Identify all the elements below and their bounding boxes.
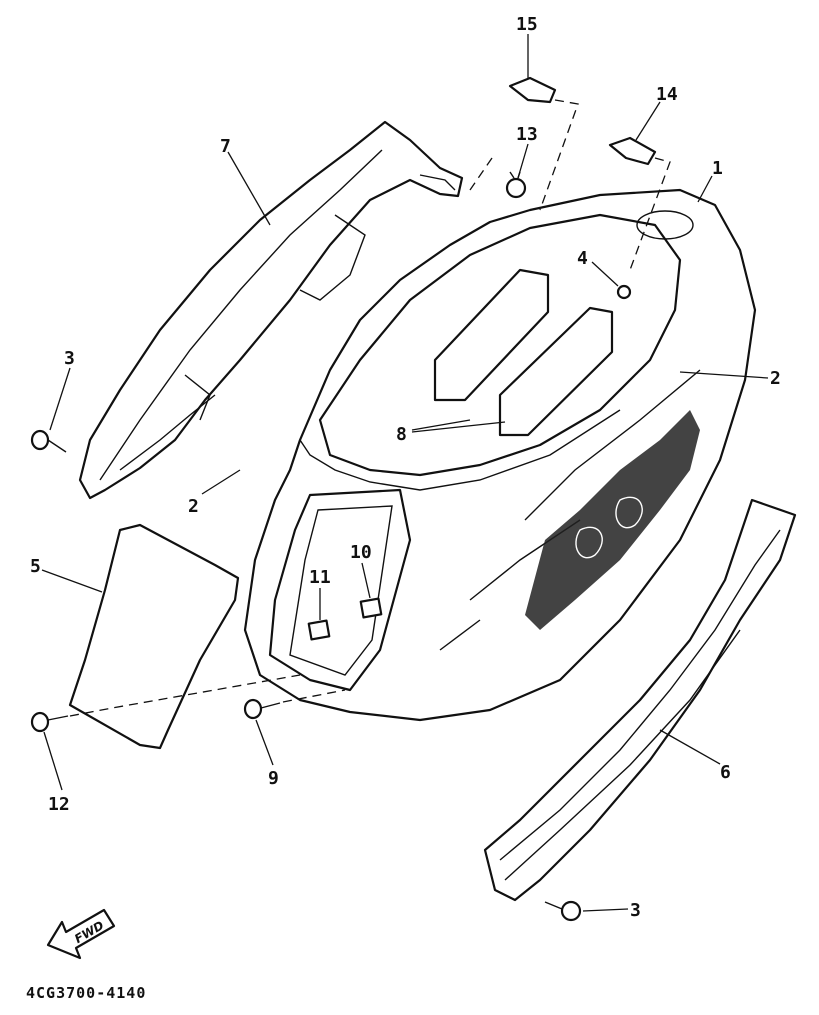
callout-4: 4 xyxy=(577,248,588,269)
callout-12: 12 xyxy=(48,794,70,815)
assembly-line-14 xyxy=(629,157,671,271)
part-7-side-cover-left xyxy=(78,120,464,500)
leader-5 xyxy=(41,569,103,593)
part-14-clip xyxy=(608,136,657,166)
leader-6 xyxy=(659,729,721,765)
leader-4 xyxy=(591,261,619,287)
callout-5: 5 xyxy=(30,556,41,577)
callout-11: 11 xyxy=(309,567,331,588)
part-8-pads xyxy=(433,268,614,437)
part-3-screw-upper xyxy=(30,429,67,453)
callout-7: 7 xyxy=(220,136,231,157)
callout-1: 1 xyxy=(712,158,723,179)
part-9-screw xyxy=(243,698,281,720)
callout-3-upper: 3 xyxy=(64,348,75,369)
drawing-code: 4CG3700-4140 xyxy=(26,984,146,1002)
part-3-screw-lower xyxy=(544,900,582,922)
callout-9: 9 xyxy=(268,768,279,789)
part-11-nut xyxy=(307,619,331,641)
callout-2-right: 2 xyxy=(770,368,781,389)
assembly-line-13 xyxy=(469,157,493,191)
leader-2-left xyxy=(201,469,241,495)
part-12-screw xyxy=(30,711,69,733)
leader-14 xyxy=(635,101,661,141)
callout-10: 10 xyxy=(350,542,372,563)
callout-2-left: 2 xyxy=(188,496,199,517)
callout-8: 8 xyxy=(396,424,407,445)
assembly-line-15 xyxy=(539,99,579,211)
callout-13: 13 xyxy=(516,124,538,145)
leader-2-right xyxy=(679,371,769,379)
leader-10 xyxy=(361,562,371,599)
part-4-bolt xyxy=(616,284,632,300)
part-5-lid xyxy=(68,523,240,750)
callout-15: 15 xyxy=(516,14,538,35)
callout-3-lower: 3 xyxy=(630,900,641,921)
leader-9 xyxy=(255,719,274,766)
callout-6: 6 xyxy=(720,762,731,783)
leader-1 xyxy=(697,175,713,203)
part-6-side-rail xyxy=(483,498,797,902)
leader-8b xyxy=(411,421,506,433)
assembly-line-12 xyxy=(69,674,301,717)
part-13-grommet xyxy=(505,171,527,199)
leader-3-upper xyxy=(49,367,71,431)
part-10-nut xyxy=(359,597,383,619)
leader-13 xyxy=(517,143,529,179)
assembly-line-9 xyxy=(282,689,346,703)
part-15-clip xyxy=(508,76,557,104)
fwd-arrow-icon: FWD xyxy=(46,908,116,960)
callout-14: 14 xyxy=(656,84,678,105)
leader-8a xyxy=(411,419,471,431)
leader-12 xyxy=(43,731,63,791)
leader-7 xyxy=(227,151,271,226)
part-1-body-cover xyxy=(243,188,757,722)
leader-3-lower xyxy=(582,908,629,912)
